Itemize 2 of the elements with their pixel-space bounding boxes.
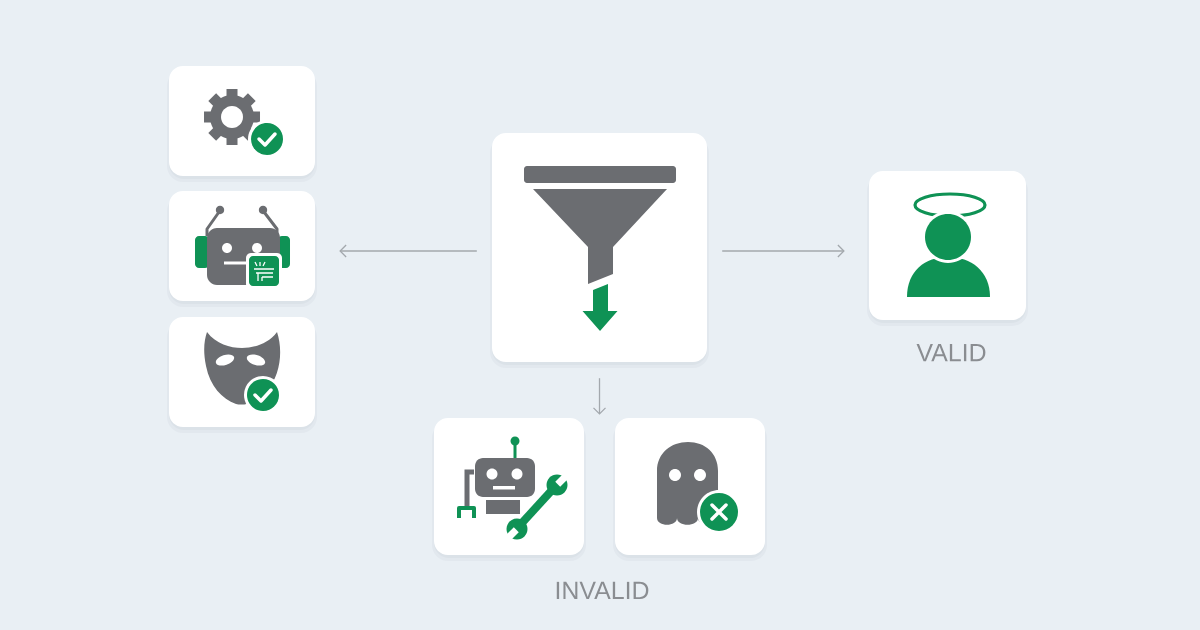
caption: INVALID: [556, 581, 649, 599]
node-label: VALID: [916, 344, 986, 362]
